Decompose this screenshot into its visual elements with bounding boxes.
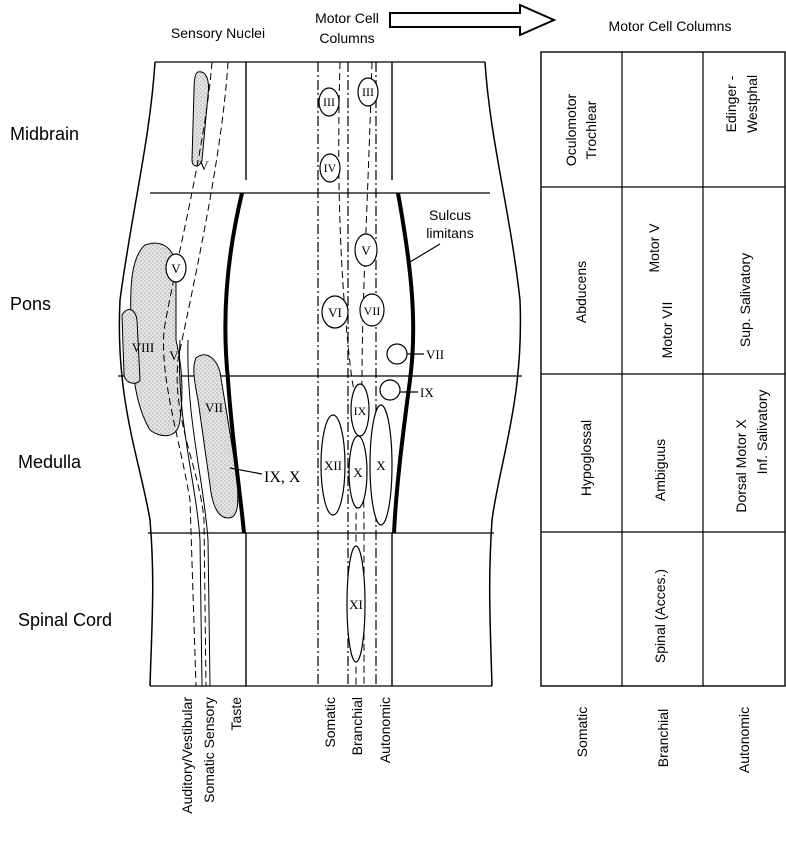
sulcus-limitans-pointer	[410, 244, 440, 262]
nucleus-label-viii: VIII	[132, 340, 154, 355]
table-midbrain-westphal: Westphal	[744, 75, 760, 133]
nucleus-label-ix-autonomic: IX	[420, 385, 434, 400]
table-pons-abducens: Abducens	[573, 261, 589, 323]
motor-cell-columns-right-header: Motor Cell Columns	[609, 18, 732, 34]
region-label-spinal-cord: Spinal Cord	[18, 610, 112, 630]
column-label-taste: Taste	[228, 697, 244, 731]
nucleus-label-xi: XI	[349, 597, 363, 612]
nucleus-label-v-top: V	[199, 158, 209, 173]
table-midbrain-oculomotor: Oculomotor	[563, 93, 579, 166]
table-medulla-inf-salivatory: Inf. Salivatory	[754, 390, 770, 475]
nucleus-label-vii-branchial: VII	[364, 304, 381, 318]
column-label-somatic-motor: Somatic	[322, 697, 338, 748]
nucleus-label-ix-branchial: IX	[354, 404, 367, 418]
table-midbrain-edinger: Edinger -	[723, 75, 739, 132]
region-label-medulla: Medulla	[18, 452, 82, 472]
nucleus-label-v-mid: V	[171, 261, 181, 276]
region-label-pons: Pons	[10, 294, 51, 314]
sulcus-limitans-label-line2: limitans	[426, 225, 473, 241]
sulcus-limitans-label-line1: Sulcus	[429, 207, 471, 223]
column-label-branchial-motor: Branchial	[349, 697, 365, 755]
nucleus-ix-autonomic-circle	[380, 380, 400, 400]
table-pons-motor-v: Motor V	[646, 223, 662, 273]
table-spinal-acces: Spinal (Acces.)	[652, 569, 668, 663]
hollow-arrow-icon	[390, 5, 554, 35]
table-pons-motor-vii: Motor VII	[659, 302, 675, 359]
nucleus-label-x-branchial: X	[353, 465, 363, 480]
mesencephalic-v-stipple	[192, 72, 209, 166]
nucleus-label-vii-sensory: VII	[205, 400, 223, 415]
column-label-auditory-vestibular: Auditory/Vestibular	[179, 697, 195, 814]
nucleus-label-v-low: V	[169, 348, 179, 363]
motor-cell-columns-table: Oculomotor Trochlear Edinger - Westphal …	[541, 52, 785, 686]
nucleus-label-ix-x: IX, X	[264, 469, 301, 486]
nucleus-label-iv: IV	[324, 161, 337, 175]
nucleus-label-x-autonomic: X	[376, 458, 386, 473]
nucleus-label-vii-autonomic: VII	[426, 347, 444, 362]
motor-cell-columns-header-line2: Columns	[319, 30, 374, 46]
brainstem-right-outline	[485, 62, 520, 686]
table-medulla-hypoglossal: Hypoglossal	[578, 420, 594, 496]
table-column-label-autonomic: Autonomic	[736, 707, 752, 773]
table-pons-sup-salivatory: Sup. Salivatory	[737, 253, 753, 347]
table-column-label-somatic: Somatic	[574, 707, 590, 758]
column-label-somatic-sensory: Somatic Sensory	[201, 697, 217, 803]
nucleus-vii-autonomic-circle	[387, 344, 407, 364]
nucleus-label-iii-somatic: III	[323, 95, 335, 109]
sensory-nuclei-header: Sensory Nuclei	[171, 25, 265, 41]
nucleus-label-v-motor: V	[361, 243, 371, 258]
column-label-autonomic-motor: Autonomic	[377, 697, 393, 763]
motor-cell-columns-header-line1: Motor Cell	[315, 10, 379, 26]
region-label-midbrain: Midbrain	[10, 124, 79, 144]
nucleus-label-xii: XII	[324, 458, 342, 473]
table-midbrain-trochlear: Trochlear	[583, 100, 599, 159]
table-column-label-branchial: Branchial	[655, 709, 671, 767]
table-medulla-ambiguus: Ambiguus	[652, 439, 668, 501]
nucleus-label-vi: VI	[328, 305, 342, 320]
nucleus-label-iii-autonomic: III	[362, 85, 374, 99]
table-medulla-dorsal-motor-x: Dorsal Motor X	[733, 419, 749, 513]
